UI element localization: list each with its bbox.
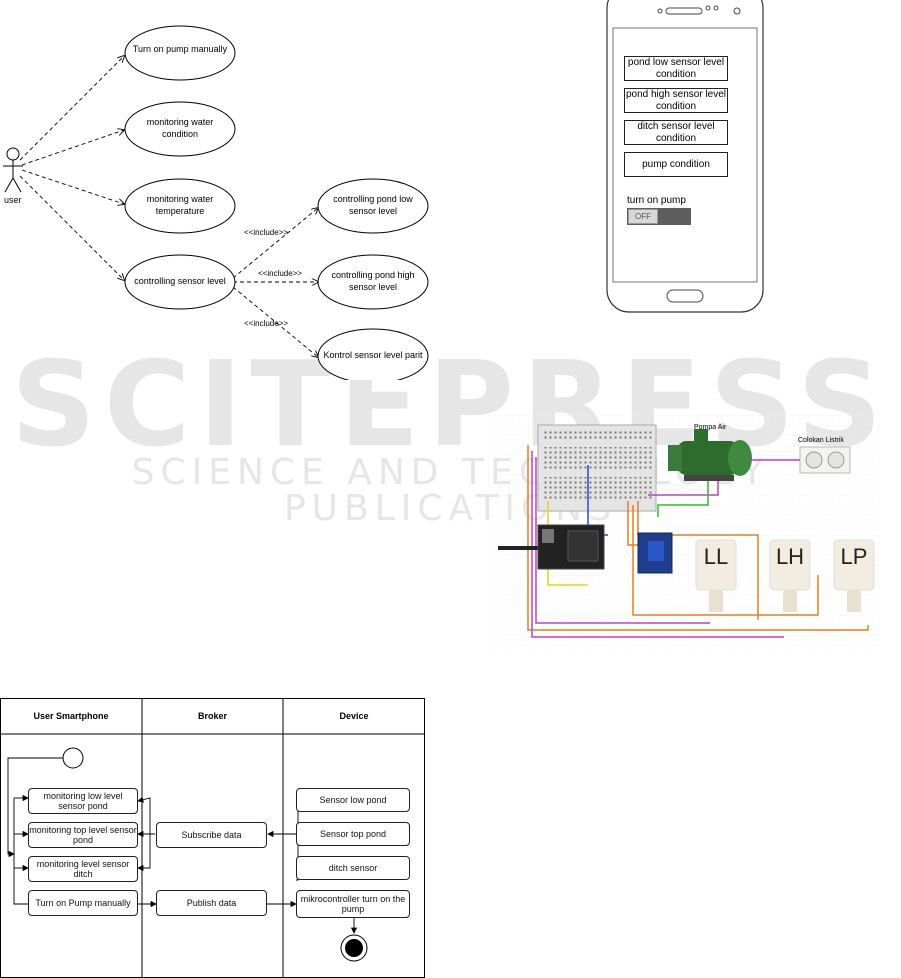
actor-label: user xyxy=(4,195,22,205)
end-node xyxy=(340,934,368,962)
activity-monitor-ditch: monitoring level sensor ditch xyxy=(28,856,138,882)
include-ellipse xyxy=(317,178,429,234)
phone-button-pond-high[interactable]: pond high sensor level condition xyxy=(624,88,728,113)
lane-user-smartphone: User Smartphone xyxy=(33,711,109,721)
include-label: <<include>> xyxy=(244,228,289,237)
water-pump xyxy=(668,429,752,481)
activity-turn-on-pump: Turn on Pump manually xyxy=(28,890,138,916)
level-sensor xyxy=(833,539,875,612)
phone-button-ditch[interactable]: ditch sensor level condition xyxy=(624,120,728,145)
start-node xyxy=(62,747,84,769)
phone-button-pump[interactable]: pump condition xyxy=(624,152,728,177)
pump-label: Pompa Air xyxy=(694,424,727,431)
include-pond-low: controlling pond low sensor level xyxy=(333,194,413,216)
include-label: <<include>> xyxy=(258,269,303,278)
activity-sensor-low-pond: Sensor low pond xyxy=(296,788,410,812)
usecase-ellipse xyxy=(124,178,236,234)
phone-button-pond-low[interactable]: pond low sensor level condition xyxy=(624,56,728,81)
include-ellipse xyxy=(317,328,429,380)
socket-label: Colokan Listrik xyxy=(798,437,844,444)
activity-subscribe-data: Subscribe data xyxy=(156,822,267,848)
wiring-diagram xyxy=(488,415,883,651)
activity-monitor-low: monitoring low level sensor pond xyxy=(28,788,138,814)
microcontroller-board xyxy=(537,524,605,570)
include-label: <<include>> xyxy=(244,319,289,328)
activity-publish-data: Publish data xyxy=(156,890,267,916)
actor-icon xyxy=(3,147,23,193)
include-parit: Kontrol sensor level parit xyxy=(323,350,423,360)
usecase-monitoring-water-condition: monitoring water condition xyxy=(146,117,214,139)
level-sensor xyxy=(769,539,811,612)
usecase-ellipse xyxy=(124,254,236,310)
toggle-state: OFF xyxy=(628,209,658,224)
lane-device: Device xyxy=(339,711,369,721)
lane-broker: Broker xyxy=(197,711,227,721)
activity-ditch-sensor: ditch sensor xyxy=(296,856,410,880)
sensor-label-lh: LH xyxy=(775,544,805,569)
activity-mikrocontroller: mikrocontroller turn on the pump xyxy=(296,890,410,918)
usecase-turn-on-pump: Turn on pump manually xyxy=(132,44,228,54)
relay-module xyxy=(637,532,673,574)
use-case-diagram xyxy=(3,25,429,380)
usecase-monitoring-water-temperature: monitoring water temperature xyxy=(146,194,214,216)
pump-toggle[interactable]: OFF xyxy=(627,208,691,225)
level-sensor xyxy=(695,539,737,612)
activity-sensor-top-pond: Sensor top pond xyxy=(296,822,410,846)
include-pond-high: controlling pond high sensor level xyxy=(331,270,415,292)
sensor-label-lp: LP xyxy=(840,544,868,569)
toggle-label: turn on pump xyxy=(627,195,686,206)
usecase-controlling-sensor-level: controlling sensor level xyxy=(134,276,226,286)
power-socket xyxy=(799,446,851,474)
usecase-ellipse xyxy=(124,25,236,81)
include-ellipse xyxy=(317,254,429,310)
sensor-label-ll: LL xyxy=(703,544,729,569)
usecase-ellipse xyxy=(124,101,236,157)
activity-monitor-top: monitoring top level sensor pond xyxy=(28,822,138,848)
